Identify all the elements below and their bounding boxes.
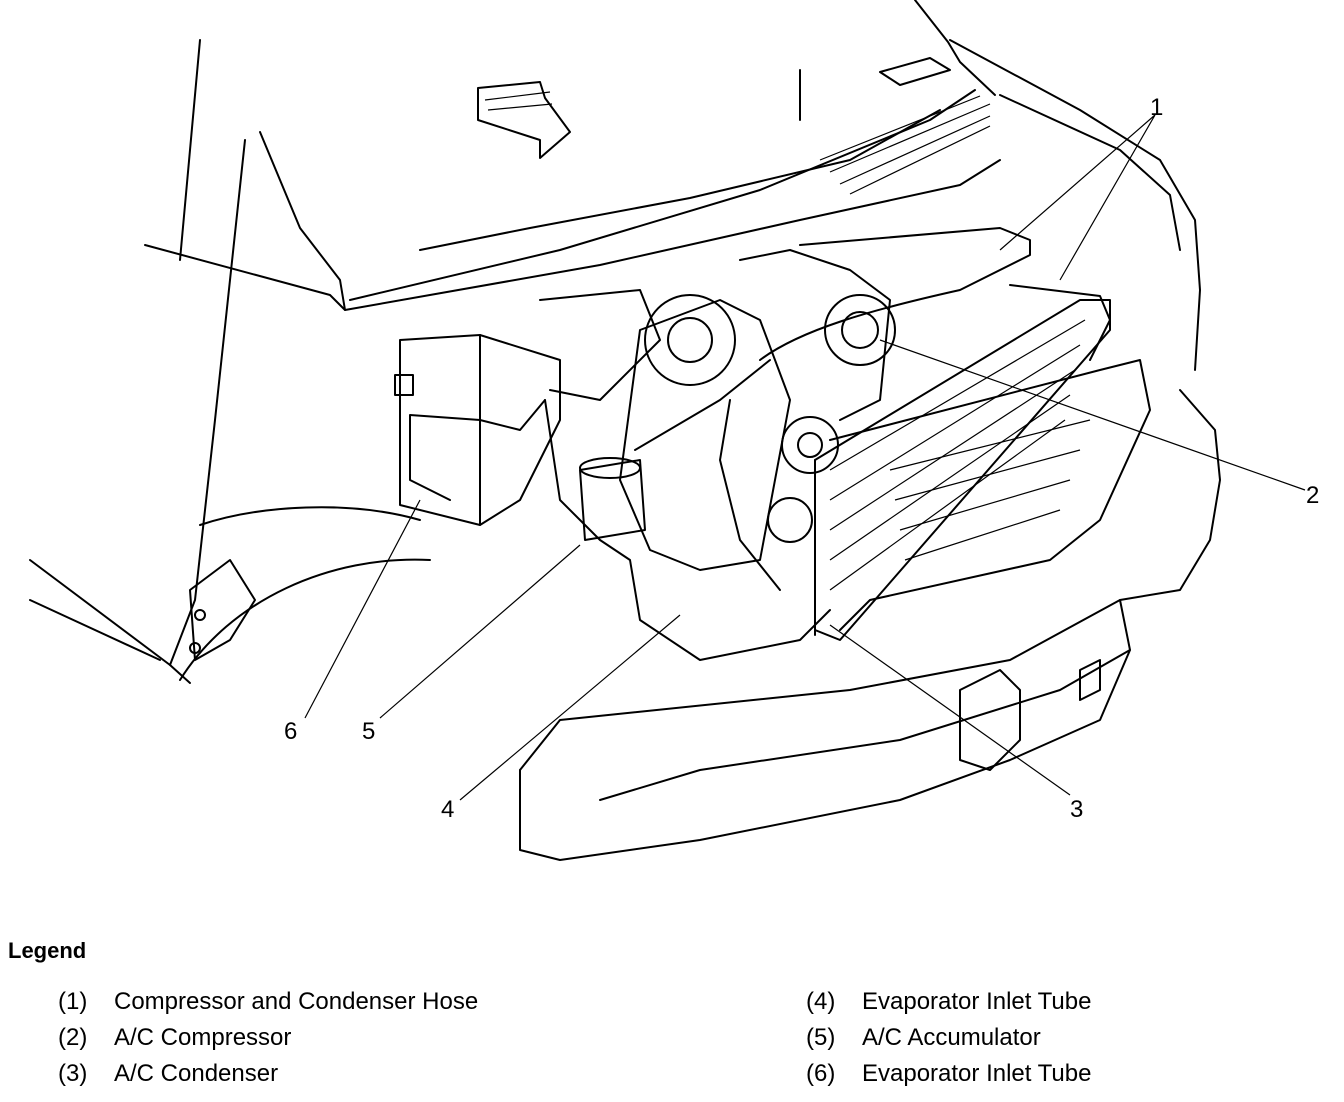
legend-item: (6) Evaporator Inlet Tube (806, 1060, 1091, 1088)
callout-2: 2 (1306, 482, 1320, 509)
legend-item-label: Evaporator Inlet Tube (862, 988, 1092, 1015)
legend-title: Legend (8, 938, 87, 963)
callout-1: 1 (1150, 94, 1164, 121)
legend-item-number: (3) (58, 1060, 88, 1087)
engine-bay-illustration: 1 2 3 4 5 6 (29, 0, 1320, 861)
legend-item-label: Evaporator Inlet Tube (862, 1060, 1092, 1087)
cowl-and-windshield (144, 0, 1001, 311)
direction-arrow-icon (477, 81, 571, 159)
legend-item: (1) Compressor and Condenser Hose (58, 988, 478, 1016)
legend-item-label: A/C Condenser (114, 1060, 279, 1087)
callout-6: 6 (284, 718, 298, 745)
callout-5: 5 (362, 718, 376, 745)
legend-item: (5) A/C Accumulator (806, 1024, 1041, 1052)
legend-item-number: (6) (806, 1060, 836, 1087)
engine-and-compressor-drawing (579, 249, 896, 591)
legend-item: (4) Evaporator Inlet Tube (806, 988, 1091, 1016)
callout-4: 4 (441, 796, 455, 823)
callout-leader-lines (304, 114, 1306, 801)
legend-item-label: A/C Compressor (114, 1024, 292, 1051)
legend-item-number: (4) (806, 988, 836, 1015)
front-bumper-and-grille (519, 39, 1221, 861)
legend-item-number: (1) (58, 988, 88, 1015)
engine-bay-line-drawing (29, 0, 1306, 861)
callout-3: 3 (1070, 796, 1084, 823)
legend-item: (3) A/C Condenser (58, 1060, 278, 1088)
ac-condenser-drawing (814, 299, 1111, 641)
legend-item: (2) A/C Compressor (58, 1024, 291, 1052)
ac-lines (409, 227, 1111, 661)
legend-item-label: A/C Accumulator (862, 1024, 1041, 1051)
legend-item-number: (5) (806, 1024, 836, 1051)
fender-and-hood (29, 131, 431, 684)
legend-item-label: Compressor and Condenser Hose (114, 988, 479, 1015)
legend-item-number: (2) (58, 1024, 88, 1051)
evaporator-housing-drawing (394, 289, 661, 526)
